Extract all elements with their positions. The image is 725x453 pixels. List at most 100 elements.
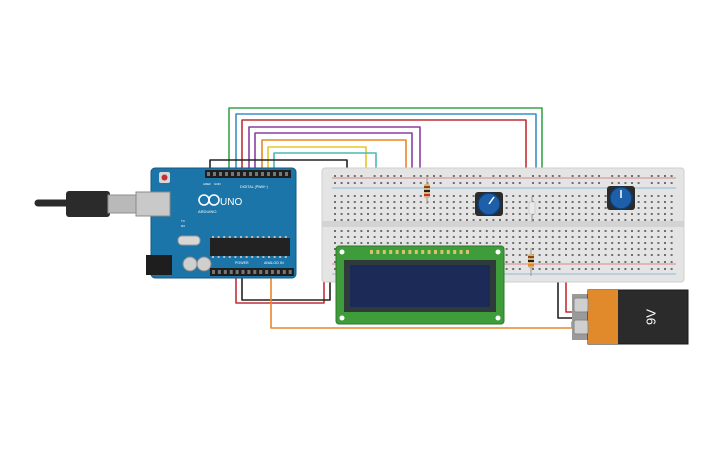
chip-pin xyxy=(273,256,276,258)
chip-pin xyxy=(234,256,237,258)
breadboard-hole xyxy=(631,236,633,238)
breadboard-hole xyxy=(340,219,343,221)
header-pin xyxy=(225,172,228,176)
breadboard-hole xyxy=(459,242,462,244)
breadboard-hole xyxy=(485,236,488,238)
battery-9v[interactable]: 9V xyxy=(572,289,689,345)
potentiometer-1[interactable] xyxy=(475,192,503,216)
breadboard-hole xyxy=(538,201,541,203)
resistor-2[interactable] xyxy=(528,248,534,276)
header-pin xyxy=(288,270,292,274)
breadboard-hole xyxy=(439,213,442,215)
breadboard-hole xyxy=(380,175,383,177)
breadboard-hole xyxy=(578,254,581,256)
breadboard-hole xyxy=(551,268,554,270)
header-pin xyxy=(259,270,263,274)
lcd-pin xyxy=(402,250,405,254)
breadboard-hole xyxy=(591,236,594,238)
breadboard-hole xyxy=(578,219,581,221)
breadboard-hole xyxy=(617,213,620,215)
breadboard-hole xyxy=(584,248,587,250)
wire-blue[interactable] xyxy=(235,113,537,206)
breadboard-hole xyxy=(459,230,462,232)
breadboard-hole xyxy=(598,195,600,197)
breadboard-hole xyxy=(670,230,673,232)
breadboard-hole xyxy=(565,213,567,215)
breadboard-hole xyxy=(479,236,482,238)
breadboard-hole xyxy=(353,242,356,244)
breadboard-hole xyxy=(347,175,350,177)
breadboard-hole xyxy=(631,219,633,221)
resistor[interactable] xyxy=(424,178,430,204)
breadboard-hole xyxy=(631,213,633,215)
tx-label: TX xyxy=(181,219,185,223)
breadboard-hole xyxy=(644,201,647,203)
breadboard-hole xyxy=(617,254,620,256)
breadboard-hole xyxy=(591,242,594,244)
breadboard-hole xyxy=(657,219,660,221)
breadboard-hole xyxy=(472,207,475,209)
microcontroller-chip xyxy=(210,238,290,256)
breadboard-hole xyxy=(664,230,666,232)
breadboard-hole xyxy=(472,201,475,203)
breadboard-hole xyxy=(413,207,416,209)
breadboard-hole xyxy=(518,175,521,177)
breadboard-hole xyxy=(439,195,442,197)
breadboard-hole xyxy=(439,236,442,238)
breadboard-hole xyxy=(545,213,548,215)
breadboard-hole xyxy=(664,201,666,203)
breadboard-hole xyxy=(518,207,521,209)
breadboard-hole xyxy=(459,207,462,209)
breadboard-hole xyxy=(624,268,627,270)
breadboard-hole xyxy=(446,195,449,197)
breadboard-hole xyxy=(558,248,561,250)
chip-pin xyxy=(284,236,287,238)
breadboard-hole xyxy=(558,254,561,256)
breadboard-hole xyxy=(538,219,541,221)
breadboard-hole xyxy=(650,201,653,203)
lcd-module[interactable] xyxy=(335,245,505,325)
breadboard-hole xyxy=(393,195,396,197)
breadboard-hole xyxy=(525,230,528,232)
breadboard-hole xyxy=(353,195,356,197)
breadboard-hole xyxy=(598,248,600,250)
header-pin xyxy=(267,172,270,176)
breadboard-hole xyxy=(650,254,653,256)
breadboard-hole xyxy=(650,242,653,244)
breadboard-hole xyxy=(584,201,587,203)
gnd-label: GND xyxy=(214,182,222,186)
breadboard-hole xyxy=(624,230,627,232)
breadboard-hole xyxy=(512,207,515,209)
breadboard-hole xyxy=(452,207,455,209)
arduino-uno[interactable]: UNO ARDUINO DIGITAL (PWM~) POWER ANALOG … xyxy=(34,167,297,279)
breadboard-hole xyxy=(505,201,508,203)
breadboard-hole xyxy=(650,175,653,177)
breadboard-hole xyxy=(578,248,581,250)
breadboard-hole xyxy=(472,236,475,238)
breadboard-hole xyxy=(459,213,462,215)
breadboard-hole xyxy=(598,213,600,215)
diode[interactable] xyxy=(528,196,536,222)
breadboard-hole xyxy=(340,195,343,197)
breadboard-hole xyxy=(545,236,548,238)
breadboard-hole xyxy=(466,207,468,209)
lcd-pin xyxy=(414,250,418,254)
wire-black-battery[interactable] xyxy=(557,271,579,319)
breadboard-hole xyxy=(525,207,528,209)
breadboard-hole xyxy=(347,219,350,221)
breadboard-hole xyxy=(611,254,614,256)
potentiometer-2[interactable] xyxy=(607,186,635,210)
breadboard-hole xyxy=(492,242,495,244)
breadboard-hole xyxy=(452,219,455,221)
breadboard-hole xyxy=(485,230,488,232)
breadboard-hole xyxy=(452,213,455,215)
breadboard-hole xyxy=(624,219,627,221)
usb-cable[interactable] xyxy=(34,191,139,217)
breadboard-hole xyxy=(518,236,521,238)
breadboard-hole xyxy=(353,201,356,203)
breadboard-hole xyxy=(591,182,594,184)
breadboard-hole xyxy=(670,268,673,270)
breadboard-hole xyxy=(545,230,548,232)
breadboard-hole xyxy=(419,230,422,232)
breadboard-hole xyxy=(545,261,548,263)
